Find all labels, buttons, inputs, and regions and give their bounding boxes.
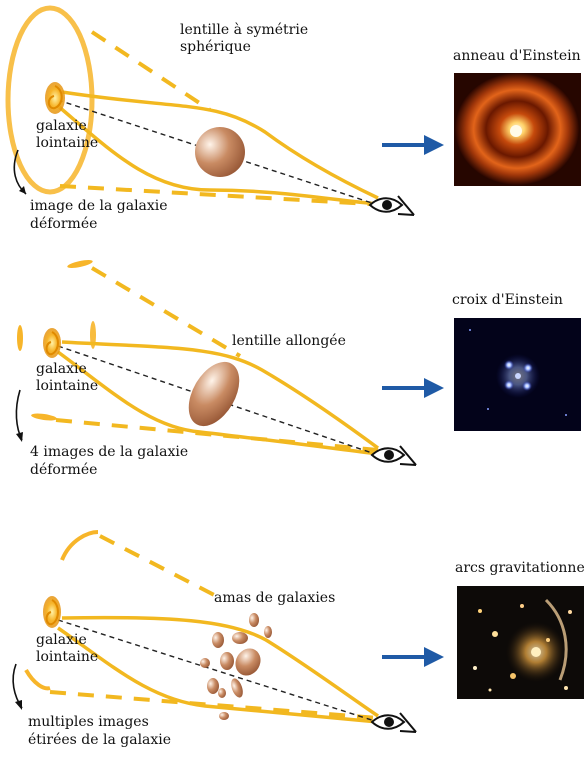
elongated-lens <box>178 353 249 435</box>
image-label-line-2: déformée <box>30 216 97 233</box>
lens-label-line-1: lentille allongée <box>232 333 346 350</box>
spherical-lens <box>195 127 245 177</box>
source-label-line-2: lointaine <box>36 135 98 152</box>
image-label-line-1: 4 images de la galaxie <box>30 444 188 461</box>
source-galaxy <box>45 82 65 114</box>
source-label-line-1: galaxie <box>36 118 87 135</box>
einstein-ring-photo <box>454 73 581 186</box>
panel-einstein-ring <box>8 8 581 215</box>
lens-label-line-1: amas de galaxies <box>214 590 335 607</box>
dashed-image-ray-top <box>100 536 220 598</box>
lens-label-line-1: lentille à symétrie <box>180 22 308 39</box>
image-arc-bottom <box>26 670 50 688</box>
source-galaxy <box>43 328 61 358</box>
source-label-line-2: lointaine <box>36 649 98 666</box>
gravitational-arcs-photo <box>457 586 584 699</box>
image-label-line-1: image de la galaxie <box>30 198 168 215</box>
panel-einstein-cross <box>16 258 581 465</box>
image-label-line-1: multiples images <box>28 714 149 731</box>
observer-eye-icon <box>372 446 416 465</box>
image-arc-left <box>17 325 23 351</box>
result-title: anneau d'Einstein <box>453 48 581 65</box>
pointer-arrow <box>16 390 22 440</box>
image-arc-top <box>67 258 94 269</box>
image-label-line-2: étirées de la galaxie <box>28 732 171 749</box>
dashed-image-ray-top <box>92 268 240 356</box>
image-arc-bottom <box>31 412 58 422</box>
observer-eye-icon <box>372 713 416 732</box>
source-galaxy <box>43 596 61 628</box>
source-label-line-2: lointaine <box>36 378 98 395</box>
source-label-line-1: galaxie <box>36 632 87 649</box>
result-title: arcs gravitationnels <box>455 560 584 577</box>
einstein-cross-photo <box>454 318 581 431</box>
lens-label-line-2: sphérique <box>180 39 251 56</box>
light-ray-top <box>62 618 378 716</box>
image-label-line-2: déformée <box>30 462 97 479</box>
image-arc-top <box>62 532 98 560</box>
source-label-line-1: galaxie <box>36 361 87 378</box>
result-title: croix d'Einstein <box>452 292 563 309</box>
